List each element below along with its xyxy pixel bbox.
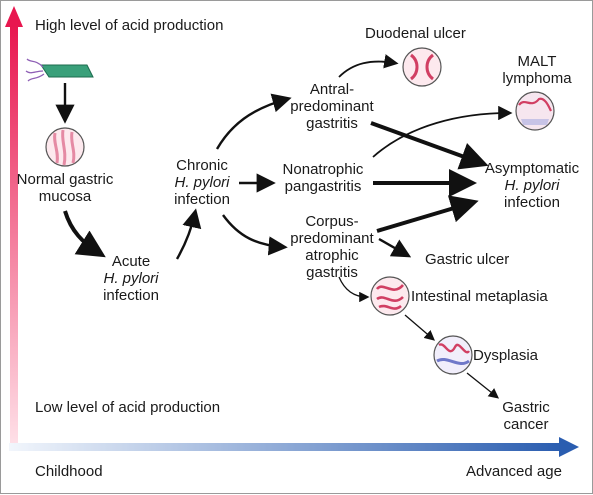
intestinal-metaplasia-label: Intestinal metaplasia	[411, 288, 548, 305]
acute-infection-label: Acute H. pylori infection	[103, 253, 159, 304]
dysplasia-label: Dysplasia	[473, 347, 539, 364]
acid-level-axis-arrow	[5, 6, 23, 451]
duodenal-ulcer-label: Duodenal ulcer	[365, 25, 466, 42]
high-acid-label: High level of acid production	[35, 17, 224, 34]
duodenal-ulcer-circle-icon	[402, 47, 442, 87]
age-axis-arrow	[9, 437, 579, 457]
gastric-ulcer-label: Gastric ulcer	[425, 251, 510, 268]
normal-mucosa-circle-icon	[45, 127, 85, 167]
arrow-corpus-to-gastric-ulcer	[378, 237, 412, 258]
chronic-infection-label: Chronic H. pylori infection	[174, 157, 230, 208]
normal-gastric-mucosa-label: Normal gastric mucosa	[16, 171, 114, 205]
arrow-chronic-to-corpus	[222, 214, 288, 256]
arrow-dysplasia-to-cancer	[466, 372, 500, 399]
low-acid-label: Low level of acid production	[35, 399, 221, 416]
antral-predominant-gastritis-label: Antral- predominant gastritis	[290, 81, 374, 132]
arrow-normal-to-acute	[63, 210, 106, 258]
helicobacter-bacterium-icon	[25, 58, 94, 82]
intestinal-metaplasia-circle-icon	[370, 276, 410, 316]
arrow-metaplasia-to-dysplasia	[404, 314, 435, 341]
arrow-nonatrophic-to-malt	[372, 105, 513, 158]
corpus-predominant-atrophic-gastritis-label: Corpus- predominant atrophic gastritis	[290, 213, 374, 281]
advanced-age-label: Advanced age	[466, 463, 562, 480]
dysplasia-circle-icon	[433, 335, 473, 375]
nonatrophic-pangastritis-label: Nonatrophic pangastritis	[282, 161, 364, 195]
arrow-chronic-to-antral	[215, 93, 292, 150]
arrow-antral-to-asymptomatic	[370, 121, 489, 170]
malt-lymphoma-circle-icon	[515, 91, 555, 131]
arrow-corpus-to-metaplasia	[338, 276, 370, 303]
childhood-label: Childhood	[35, 463, 103, 480]
malt-lymphoma-label: MALT lymphoma	[502, 53, 572, 87]
arrow-acute-to-chronic	[175, 208, 202, 260]
arrow-antral-to-duodenal	[338, 54, 399, 78]
asymptomatic-infection-label: Asymptomatic H. pylori infection	[484, 160, 580, 211]
gastric-cancer-label: Gastric cancer	[502, 399, 550, 433]
arrow-corpus-to-asymptomatic	[376, 195, 479, 233]
